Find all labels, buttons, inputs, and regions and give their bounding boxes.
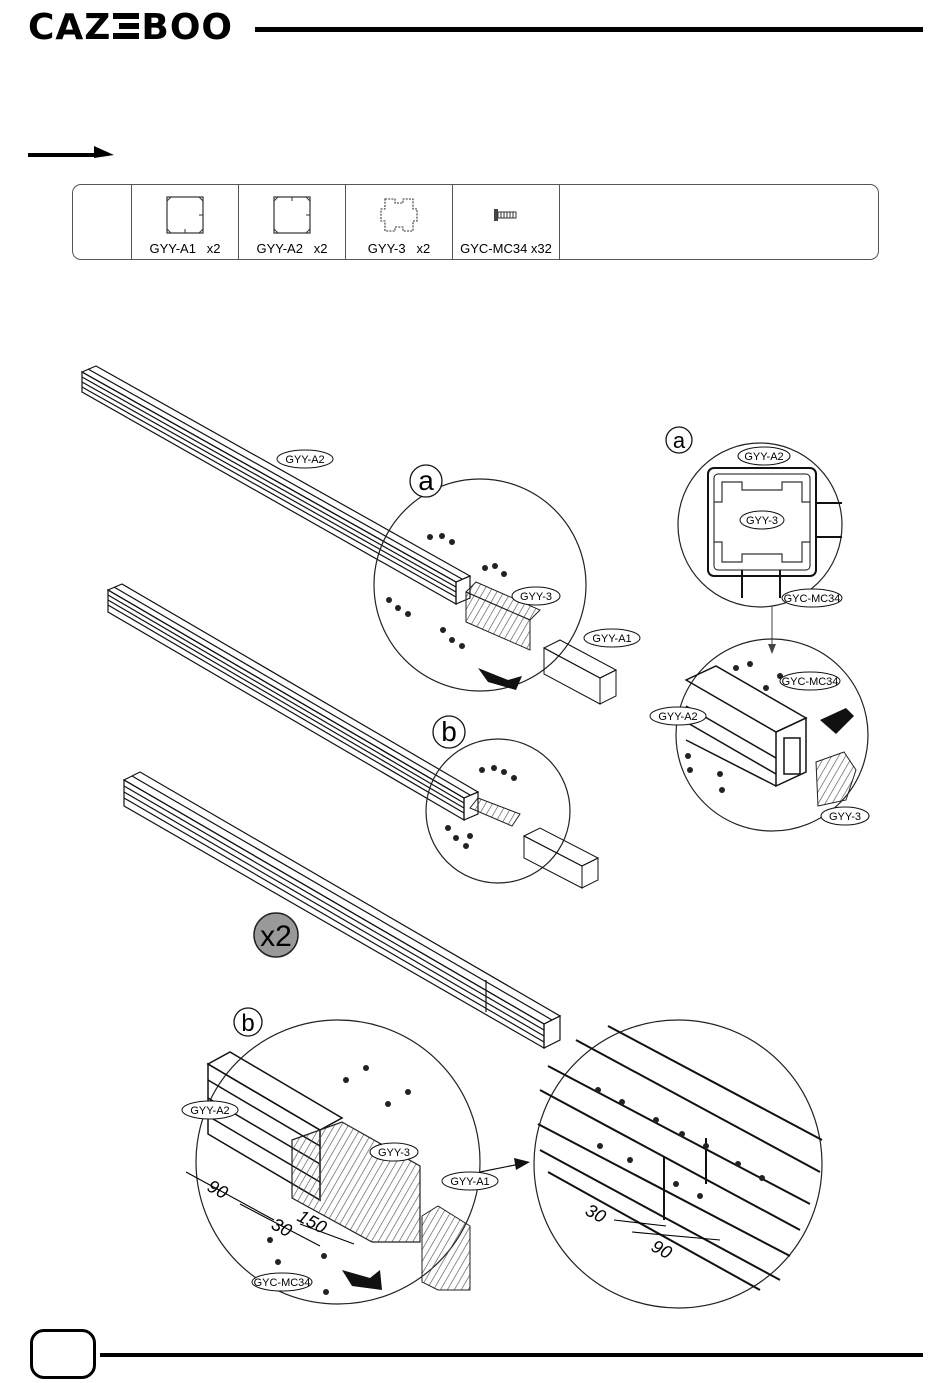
tag-text: GYY-3 [378, 1147, 410, 1159]
tag-text: GYY-A2 [190, 1105, 229, 1117]
dimension-90-left: 90 [204, 1176, 231, 1203]
tag-text: GYY-A2 [744, 451, 783, 463]
tag-text: GYY-A1 [450, 1176, 489, 1188]
tag-text: GYY-A1 [592, 633, 631, 645]
tag-text: GYY-3 [829, 811, 861, 823]
tag-gyy-a2-lower: GYY-A2 [650, 707, 706, 725]
callout-letter: a [418, 465, 434, 496]
dimension-90-right: 90 [648, 1236, 675, 1263]
tag-gyy-a1-bottom: GYY-A1 [442, 1172, 498, 1190]
tag-gyy-a2-section: GYY-A2 [738, 447, 790, 465]
tag-gyy-a2-beam: GYY-A2 [277, 450, 333, 468]
tag-text: GYY-3 [520, 591, 552, 603]
tag-text: GYY-A2 [285, 454, 324, 466]
tag-gyc-mc34-lower: GYC-MC34 [780, 672, 840, 690]
callout-b-middle: b [433, 716, 465, 748]
tag-text: GYC-MC34 [782, 676, 839, 688]
tag-gyc-mc34-bottom: GYC-MC34 [252, 1273, 312, 1291]
tag-gyy-3-lower: GYY-3 [821, 807, 869, 825]
footer-rule [100, 1353, 923, 1357]
tag-text: GYC-MC34 [784, 593, 841, 605]
callout-letter: a [673, 428, 686, 453]
page-number-box [30, 1329, 96, 1379]
quantity-badge-text: x2 [260, 920, 292, 953]
tag-gyy-a1-left: GYY-A1 [584, 629, 640, 647]
tag-text: GYY-3 [746, 515, 778, 527]
callout-b-bottom: b [234, 1008, 262, 1037]
callout-a-left: a [410, 465, 442, 497]
dimension-30-right: 30 [582, 1200, 609, 1227]
tag-gyy-3-left: GYY-3 [512, 587, 560, 605]
tag-gyy-a2-bottom: GYY-A2 [182, 1101, 238, 1119]
dimension-30-left: 30 [268, 1214, 295, 1241]
tag-text: GYC-MC34 [254, 1277, 311, 1289]
dimension-150: 150 [294, 1206, 330, 1238]
tag-gyy-3-section: GYY-3 [740, 511, 784, 529]
tag-gyy-3-bottom: GYY-3 [370, 1143, 418, 1161]
callout-letter: b [241, 1010, 254, 1037]
callout-letter: b [441, 716, 457, 747]
callout-a-right: a [666, 427, 692, 453]
tag-text: GYY-A2 [658, 711, 697, 723]
tag-gyc-mc34-section: GYC-MC34 [782, 589, 842, 607]
